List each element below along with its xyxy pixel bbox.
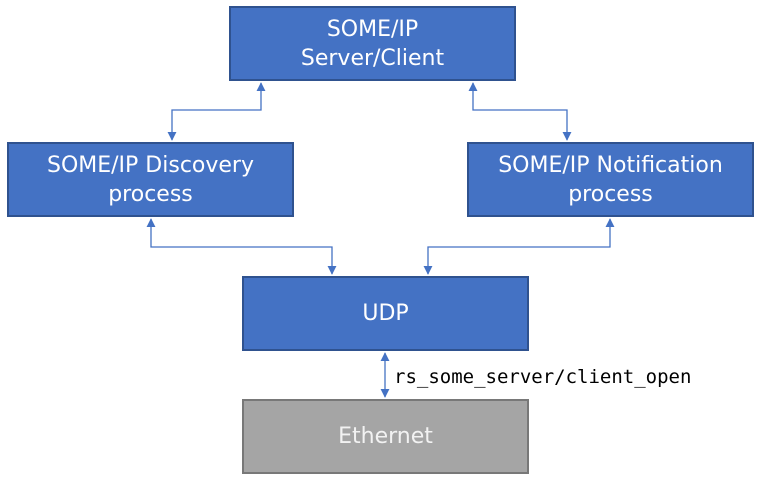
some-ip-server-client-box: SOME/IP Server/Client: [229, 6, 516, 81]
udp-box: UDP: [242, 276, 529, 351]
connector-server-discovery: [167, 82, 266, 141]
ethernet-box-label: Ethernet: [338, 424, 433, 449]
server-box-line2: Server/Client: [300, 45, 445, 71]
notification-box-line1: SOME/IP Notification: [498, 152, 723, 178]
some-ip-notification-box: SOME/IP Notification process: [467, 142, 754, 217]
connector-notification-udp: [423, 218, 615, 275]
udp-ethernet-connector-label: rs_some_server/client_open: [394, 366, 692, 388]
some-ip-discovery-box: SOME/IP Discovery process: [7, 142, 294, 217]
discovery-box-line2: process: [108, 181, 193, 207]
connector-discovery-udp: [146, 218, 337, 275]
discovery-box-line1: SOME/IP Discovery: [46, 152, 254, 178]
connector-server-notification: [468, 82, 572, 141]
udp-box-label: UDP: [362, 301, 409, 326]
ethernet-box: Ethernet: [242, 399, 529, 474]
server-box-line1: SOME/IP: [326, 16, 419, 42]
notification-box-line2: process: [568, 181, 653, 207]
